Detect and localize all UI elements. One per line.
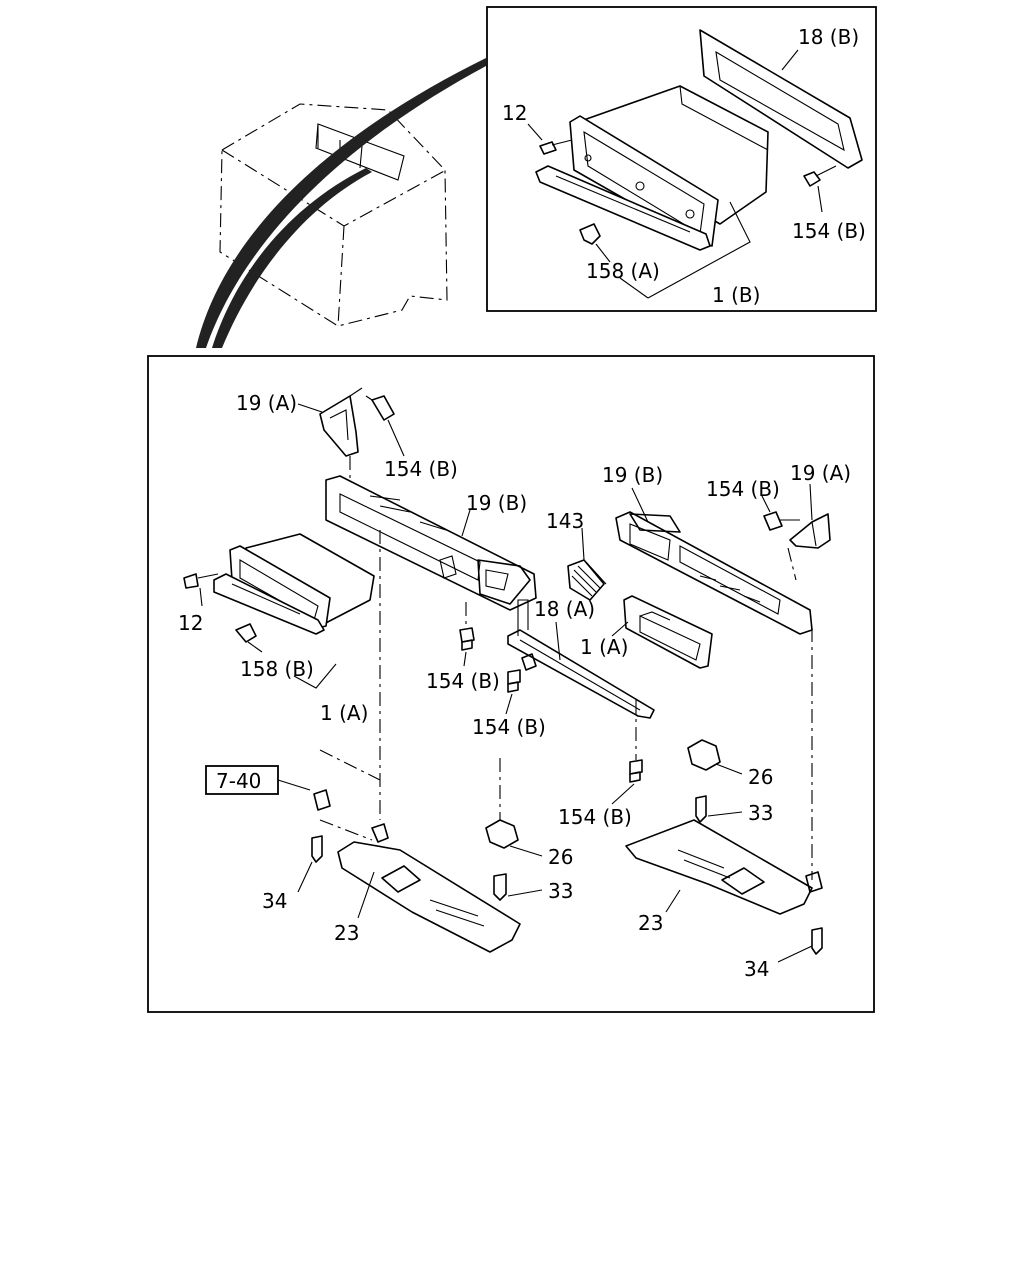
left-clip-26 [485,819,519,901]
left-bolts [459,602,521,693]
label-154b-top-right: 154 (B) [706,477,780,501]
right-clip-26 [687,739,721,823]
label-26-mid: 26 [548,845,573,869]
label-143: 143 [546,509,584,533]
assembly-guidelines [319,530,813,880]
inset-leaders [527,49,823,299]
grille-143 [567,559,607,601]
label-19a-left: 19 (A) [236,391,297,415]
label-inset-158a: 158 (A) [586,259,660,283]
label-inset-154b: 154 (B) [792,219,866,243]
main-frame [147,355,875,1013]
label-154b-c: 154 (B) [558,805,632,829]
right-visor-23 [625,819,823,955]
label-158b: 158 (B) [240,657,314,681]
label-23-right: 23 [638,911,663,935]
label-33-right: 33 [748,801,773,825]
label-33-mid: 33 [548,879,573,903]
label-154b-b: 154 (B) [472,715,546,739]
right-bracket-19a [763,511,831,549]
label-inset-1b: 1 (B) [712,283,760,307]
left-console-19b [325,475,537,611]
label-12-main: 12 [178,611,203,635]
label-1a-right: 1 (A) [580,635,628,659]
main-leaders [199,403,813,963]
label-1a-left: 1 (A) [320,701,368,725]
label-154b-a: 154 (B) [426,669,500,693]
left-bracket-19a [319,387,395,478]
bracket-18a [507,599,655,719]
label-34-left: 34 [262,889,287,913]
right-pocket-1a [623,595,713,669]
label-18a: 18 (A) [534,597,595,621]
cab-overview [196,58,486,348]
inset-pocket-assembly [535,29,863,251]
label-19a-right: 19 (A) [790,461,851,485]
label-19b-mid: 19 (B) [466,491,527,515]
left-pocket-1a [183,533,375,643]
left-visor-23 [311,789,521,953]
label-154b-top-left: 154 (B) [384,457,458,481]
label-26-right: 26 [748,765,773,789]
ref-box-label: 7-40 [216,769,261,793]
label-inset-18b: 18 (B) [798,25,859,49]
label-23-left: 23 [334,921,359,945]
label-34-right: 34 [744,957,769,981]
right-bolts [629,759,643,783]
label-19b-right: 19 (B) [602,463,663,487]
label-inset-12: 12 [502,101,527,125]
inset-frame [486,6,877,312]
